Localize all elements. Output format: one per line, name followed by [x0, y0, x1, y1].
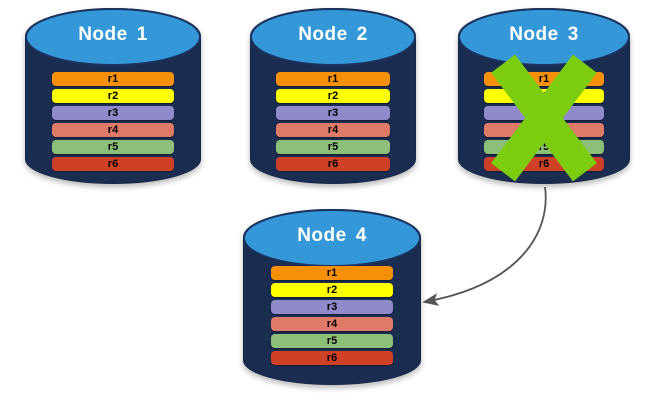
node-2-row-r1[interactable]: r1	[276, 72, 390, 86]
node-4-row-r3[interactable]: r3	[271, 300, 393, 314]
node-1-row-r4[interactable]: r4	[52, 123, 174, 137]
node-3-row-r6[interactable]: r6	[484, 157, 604, 171]
node-1-row-r3[interactable]: r3	[52, 106, 174, 120]
node-3-row-r2[interactable]: r2	[484, 89, 604, 103]
node-1-rows: r1 r2 r3 r4 r5 r6	[52, 72, 174, 171]
node-4-rows: r1 r2 r3 r4 r5 r6	[271, 266, 393, 365]
node-1-top-disc	[25, 8, 201, 66]
node-2-row-r4[interactable]: r4	[276, 123, 390, 137]
node-3-row-r3[interactable]: r3	[484, 106, 604, 120]
node-3-top-disc	[458, 8, 630, 66]
node-2-row-r6[interactable]: r6	[276, 157, 390, 171]
node-2-rows: r1 r2 r3 r4 r5 r6	[276, 72, 390, 171]
node-2-row-r3[interactable]: r3	[276, 106, 390, 120]
node-4-row-r6[interactable]: r6	[271, 351, 393, 365]
node-3-row-r5[interactable]: r5	[484, 140, 604, 154]
node-2-row-r2[interactable]: r2	[276, 89, 390, 103]
replication-arrow-path	[422, 186, 547, 306]
node-1-row-r1[interactable]: r1	[52, 72, 174, 86]
node-4-row-r1[interactable]: r1	[271, 266, 393, 280]
node-3-row-r1[interactable]: r1	[484, 72, 604, 86]
node-4-top-disc	[243, 209, 421, 267]
node-1-row-r6[interactable]: r6	[52, 157, 174, 171]
node-3-rows: r1 r2 r3 r4 r5 r6	[484, 72, 604, 171]
node-4-row-r4[interactable]: r4	[271, 317, 393, 331]
node-2-row-r5[interactable]: r5	[276, 140, 390, 154]
node-4-row-r2[interactable]: r2	[271, 283, 393, 297]
node-4-row-r5[interactable]: r5	[271, 334, 393, 348]
node-3-row-r4[interactable]: r4	[484, 123, 604, 137]
node-2-top-disc	[250, 8, 416, 66]
node-1-row-r5[interactable]: r5	[52, 140, 174, 154]
node-1-row-r2[interactable]: r2	[52, 89, 174, 103]
